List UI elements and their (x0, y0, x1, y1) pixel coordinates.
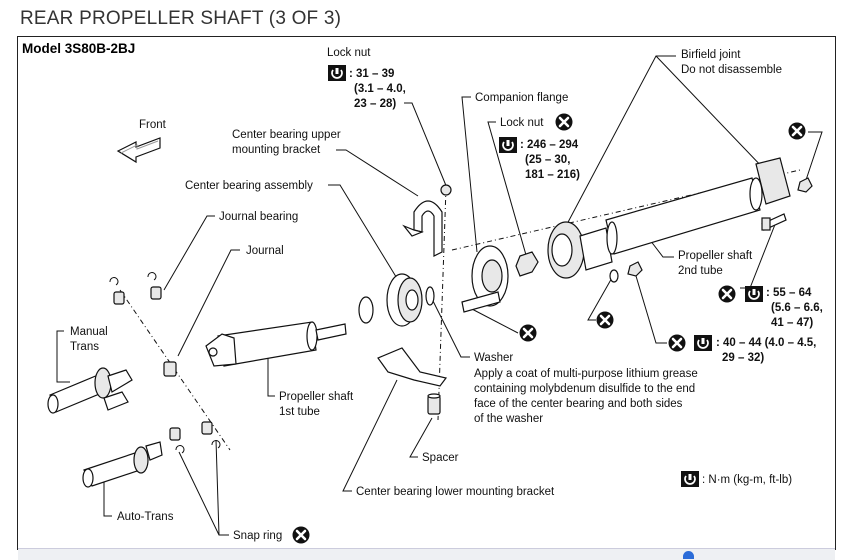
propeller-shaft-2nd-label-2: 2nd tube (678, 265, 723, 277)
lock-nut-mid (515, 251, 539, 277)
torque-r2-value-2: 29 – 32) (722, 352, 764, 364)
torque-r1-value-3: 41 – 47) (771, 317, 813, 329)
torque-r1-value-1: : 55 – 64 (766, 287, 812, 299)
center-bearing-assembly (358, 273, 434, 327)
snap-ring-label: Snap ring (233, 530, 282, 542)
torque-mid-value-1: : 246 – 294 (520, 139, 579, 151)
journal-assembly (109, 272, 221, 454)
grease-note-line-3: face of the center bearing and both side… (474, 398, 683, 410)
torque-mid-value-2: (25 – 30, (525, 154, 570, 166)
do-not-reuse-icon (595, 310, 615, 330)
cb-assembly-label: Center bearing assembly (185, 180, 313, 192)
torque-wrench-icon (693, 334, 713, 352)
torque-wrench-icon (327, 64, 347, 82)
do-not-reuse-icon (717, 284, 737, 304)
grease-note-line-1: Apply a coat of multi-purpose lithium gr… (474, 368, 698, 380)
propeller-shaft-2nd-tube (605, 157, 791, 255)
companion-flange (461, 245, 509, 313)
journal-label: Journal (246, 245, 284, 257)
spacer (427, 393, 441, 415)
lock-nut-top-label: Lock nut (327, 47, 371, 59)
propeller-shaft-1st-label-1: Propeller shaft (279, 391, 354, 403)
front-label: Front (139, 119, 167, 131)
legend-units-label: : N·m (kg-m, ft-lb) (702, 474, 792, 486)
cb-upper-label-1: Center bearing upper (232, 129, 341, 141)
propeller-shaft-1st-tube (205, 321, 347, 367)
do-not-reuse-icon (667, 333, 687, 353)
cb-lower-label: Center bearing lower mounting bracket (356, 486, 555, 498)
page-title: REAR PROPELLER SHAFT (3 OF 3) (20, 8, 342, 29)
auto-trans-label: Auto-Trans (117, 511, 174, 523)
front-arrow-icon (116, 137, 161, 164)
washer (425, 286, 435, 306)
torque-mid-value-3: 181 – 216) (525, 169, 580, 181)
torque-wrench-icon (680, 470, 700, 488)
do-not-reuse-icon (291, 525, 311, 545)
torque-top-value-3: 23 – 28) (354, 98, 396, 110)
birfield-joint (547, 221, 613, 279)
help-button[interactable] (683, 551, 694, 559)
grease-note-line-2: containing molybdenum disulfide to the e… (474, 383, 695, 395)
model-label: Model 3S80B-2BJ (22, 41, 135, 56)
torque-top-value-2: (3.1 – 4.0, (354, 83, 406, 95)
lock-nut-mid-label: Lock nut (500, 117, 544, 129)
do-not-reuse-icon (787, 121, 807, 141)
auto-trans-yoke (82, 441, 163, 488)
grease-note-line-4: of the washer (474, 413, 543, 425)
journal-bearing-label: Journal bearing (219, 211, 298, 223)
manual-trans-label-1: Manual (70, 326, 108, 338)
rear-bolt-nut (609, 177, 813, 283)
bottom-toolbar (18, 548, 835, 560)
spacer-label: Spacer (422, 452, 459, 464)
birfield-note-label: Do not disassemble (681, 64, 782, 76)
propeller-shaft-2nd-label-1: Propeller shaft (678, 250, 753, 262)
do-not-reuse-icon (518, 323, 538, 343)
washer-label: Washer (474, 352, 513, 364)
torque-r1-value-2: (5.6 – 6.6, (771, 302, 823, 314)
manual-trans-yoke (47, 367, 133, 414)
center-bearing-lower-bracket (377, 347, 448, 387)
birfield-joint-label: Birfield joint (681, 49, 741, 61)
companion-flange-label: Companion flange (475, 92, 568, 104)
manual-trans-label-2: Trans (70, 341, 99, 353)
center-bearing-upper-bracket (402, 184, 452, 257)
torque-r2-value-1: : 40 – 44 (4.0 – 4.5, (716, 337, 816, 349)
propeller-shaft-1st-label-2: 1st tube (279, 406, 320, 418)
torque-wrench-icon (498, 136, 518, 154)
do-not-reuse-icon (554, 112, 574, 132)
cb-upper-label-2: mounting bracket (232, 144, 321, 156)
torque-top-value-1: : 31 – 39 (349, 68, 394, 80)
